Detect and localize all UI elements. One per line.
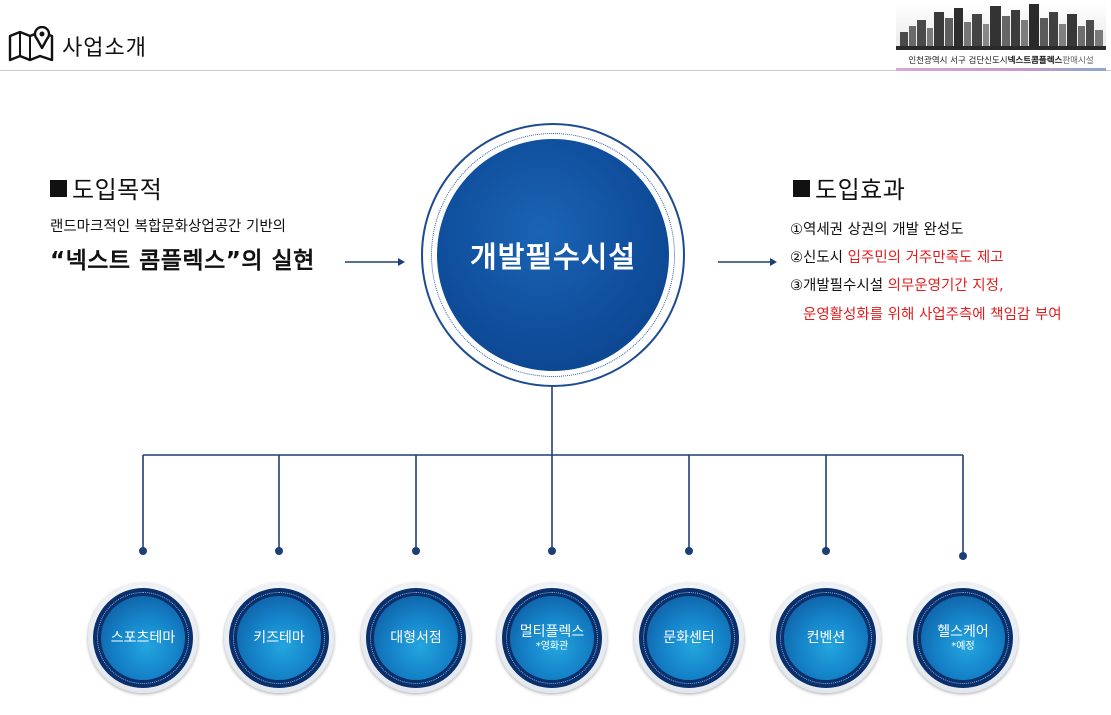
brand-logo: 인천광역시 서구 검단신도시넥스트콤플렉스판매시설 [896,2,1106,72]
center-circle-dotted-ring [431,133,675,377]
facility-convention: 컨벤션 [771,583,881,693]
page-title: 사업소개 [62,36,147,61]
facility-note: *영화관 [535,640,569,652]
facility-core: 문화센터 [647,596,731,680]
facility-label: 문화센터 [663,629,715,646]
effect-item-3-continued: 운영활성화를 위해 사업주측에 책임감 부여 [803,303,1062,324]
facility-culture-center: 문화센터 [634,583,744,693]
effect-item-3: ③개발필수시설 의무운영기간 지정, [790,274,1004,295]
effect-item-text: ②신도시 [790,250,848,266]
facility-core: 컨벤션 [784,596,868,680]
facility-dotted-ring [780,592,872,684]
logo-caption-suffix: 판매시설 [1062,56,1094,66]
logo-caption-prefix: 인천광역시 서구 검단신도시 [908,56,1008,66]
facility-dotted-ring [917,592,1009,684]
purpose-headline: “넥스트 콤플렉스”의 실현 [50,248,315,274]
facility-label: 컨벤션 [806,629,846,646]
logo-underline [896,68,1106,71]
facility-bookstore: 대형서점 [361,583,471,693]
facility-core: 헬스케어 *예정 [921,596,1005,680]
facility-dotted-ring [506,592,598,684]
purpose-heading: 도입목적 [50,170,162,205]
header-divider [0,70,1111,71]
logo-caption: 인천광역시 서구 검단신도시넥스트콤플렉스판매시설 [896,54,1106,66]
facility-core: 키즈테마 [237,596,321,680]
effect-item-1: ①역세권 상권의 개발 완성도 [790,218,964,239]
facility-label: 헬스케어 [937,623,989,640]
effect-item-text: ③개발필수시설 [790,278,888,294]
square-bullet-icon [50,180,67,197]
facility-dotted-ring [97,592,189,684]
center-circle: 개발필수시설 [437,139,669,371]
facility-core: 스포츠테마 [101,596,185,680]
facility-multiplex: 멀티플렉스 *영화관 [497,583,607,693]
facility-healthcare: 헬스케어 *예정 [908,583,1018,693]
facility-core: 멀티플렉스 *영화관 [510,596,594,680]
facility-label: 멀티플렉스 [519,623,585,640]
facility-sports-theme: 스포츠테마 [88,583,198,693]
facility-label: 키즈테마 [253,629,305,646]
effect-title: 도입효과 [815,176,906,204]
effect-heading: 도입효과 [793,170,905,205]
facility-label: 대형서점 [390,629,442,646]
city-skyline-icon [896,2,1106,50]
page-header: 사업소개 [0,0,1111,72]
facility-dotted-ring [370,592,462,684]
facility-note: *예정 [951,640,975,652]
effect-item-2: ②신도시 입주민의 거주만족도 제고 [790,246,1004,267]
effect-item-highlight: 의무운영기간 지정, [887,278,1004,294]
facility-dotted-ring [643,592,735,684]
facility-core: 대형서점 [374,596,458,680]
center-label: 개발필수시설 [469,240,637,274]
facility-label: 스포츠테마 [110,629,176,646]
facility-dotted-ring [233,592,325,684]
map-pin-icon [8,26,54,62]
facility-kids-theme: 키즈테마 [224,583,334,693]
effect-item-highlight: 운영활성화를 위해 사업주측에 책임감 부여 [803,307,1062,323]
purpose-description: 랜드마크적인 복합문화상업공간 기반의 [50,219,286,235]
square-bullet-icon [793,180,810,197]
purpose-title: 도입목적 [72,176,163,204]
effect-item-text: ①역세권 상권의 개발 완성도 [790,222,964,238]
effect-item-highlight: 입주민의 거주만족도 제고 [847,250,1004,266]
logo-caption-brand: 넥스트콤플렉스 [1007,56,1063,66]
